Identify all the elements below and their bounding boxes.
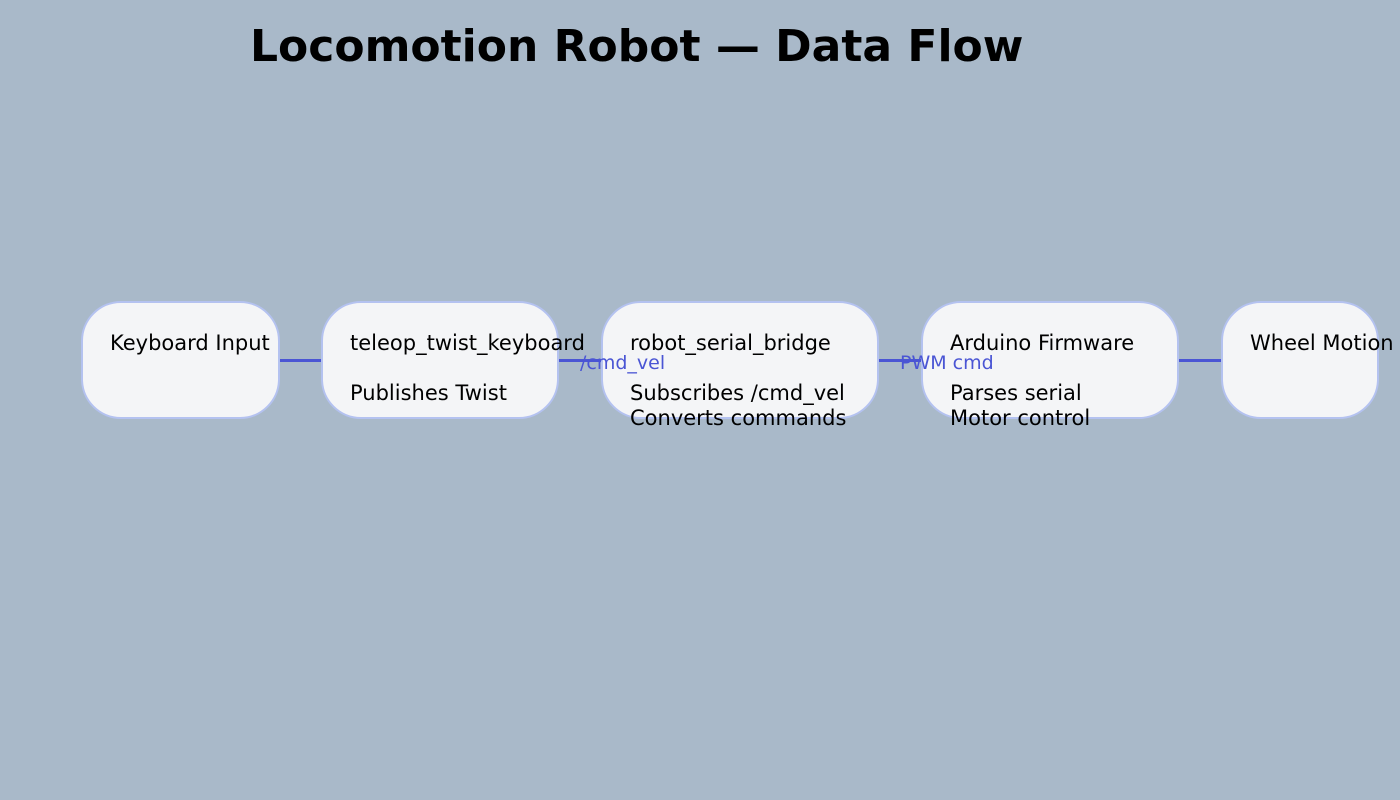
node-wheel-motion xyxy=(1221,301,1379,419)
edge-bridge-to-arduino xyxy=(879,359,922,362)
node-keyboard-input xyxy=(81,301,280,419)
edge-label: PWM cmd xyxy=(900,352,994,374)
node-title: Wheel Motion xyxy=(1250,331,1394,355)
diagram-title: Locomotion Robot — Data Flow xyxy=(250,21,1024,72)
node-teleop-twist-keyboard xyxy=(321,301,559,419)
node-title: Arduino Firmware xyxy=(950,331,1135,355)
node-title: Keyboard Input xyxy=(110,331,270,355)
node-arduino-firmware xyxy=(921,301,1179,419)
edge-label: /cmd_vel xyxy=(580,352,666,374)
edge-teleop-to-bridge xyxy=(559,359,602,362)
node-robot-serial-bridge xyxy=(601,301,879,419)
node-title: teleop_twist_keyboard xyxy=(350,331,585,355)
node-detail: Converts commands xyxy=(630,406,847,430)
node-detail: Parses serial xyxy=(950,381,1082,405)
edge-keyboard-to-teleop xyxy=(280,359,322,362)
node-detail: Motor control xyxy=(950,406,1091,430)
node-detail: Publishes Twist xyxy=(350,381,507,405)
edge-arduino-to-wheel xyxy=(1179,359,1222,362)
node-title: robot_serial_bridge xyxy=(630,331,831,355)
node-detail: Subscribes /cmd_vel xyxy=(630,381,845,405)
